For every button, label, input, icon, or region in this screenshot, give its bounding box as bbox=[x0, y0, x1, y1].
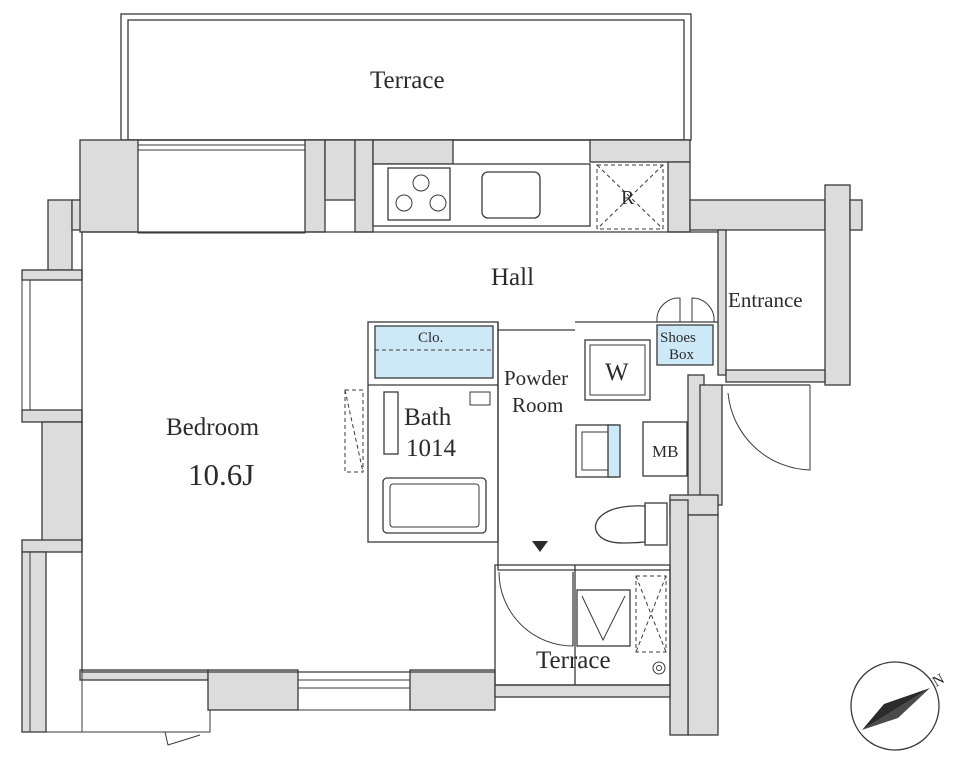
bedroom-size-label: 10.6J bbox=[188, 457, 254, 492]
hall-label: Hall bbox=[491, 264, 534, 291]
kitchen-stove bbox=[387, 167, 451, 221]
walls bbox=[21, 139, 863, 736]
bathtub bbox=[382, 391, 491, 534]
terrace-bottom-label: Terrace bbox=[536, 647, 611, 674]
entrance-door bbox=[722, 384, 811, 471]
refrigerator-space bbox=[596, 164, 664, 230]
closet-label: Clo. bbox=[418, 330, 443, 346]
shoes-box-doors bbox=[656, 297, 715, 323]
washer-space bbox=[584, 339, 651, 401]
bath-label: Bath bbox=[404, 404, 452, 431]
shoes-box-label-2: Box bbox=[669, 347, 695, 363]
bath-size-label: 1014 bbox=[406, 435, 457, 462]
powder-room-label-1: Powder bbox=[504, 366, 568, 390]
compass-icon: N bbox=[850, 661, 947, 751]
terrace-top-label: Terrace bbox=[370, 67, 445, 94]
bath-door bbox=[344, 389, 364, 473]
shoes-box-storage bbox=[656, 324, 714, 366]
washer-label: W bbox=[605, 359, 629, 386]
entrance-label: Entrance bbox=[728, 288, 803, 312]
entry-arrow-icon bbox=[532, 541, 548, 552]
outdoor-unit bbox=[576, 575, 667, 675]
shoes-box-label-1: Shoes bbox=[660, 330, 696, 346]
powder-room-label-2: Room bbox=[512, 393, 563, 417]
meter-box bbox=[642, 421, 688, 477]
terrace-door bbox=[498, 571, 574, 647]
meter-box-label: MB bbox=[652, 442, 678, 461]
kitchen-sink bbox=[481, 171, 541, 219]
toilet bbox=[594, 502, 668, 546]
refrigerator-label: R bbox=[621, 187, 635, 209]
bedroom-label: Bedroom bbox=[166, 414, 260, 441]
closet-storage bbox=[374, 325, 494, 379]
wash-basin bbox=[575, 424, 621, 478]
